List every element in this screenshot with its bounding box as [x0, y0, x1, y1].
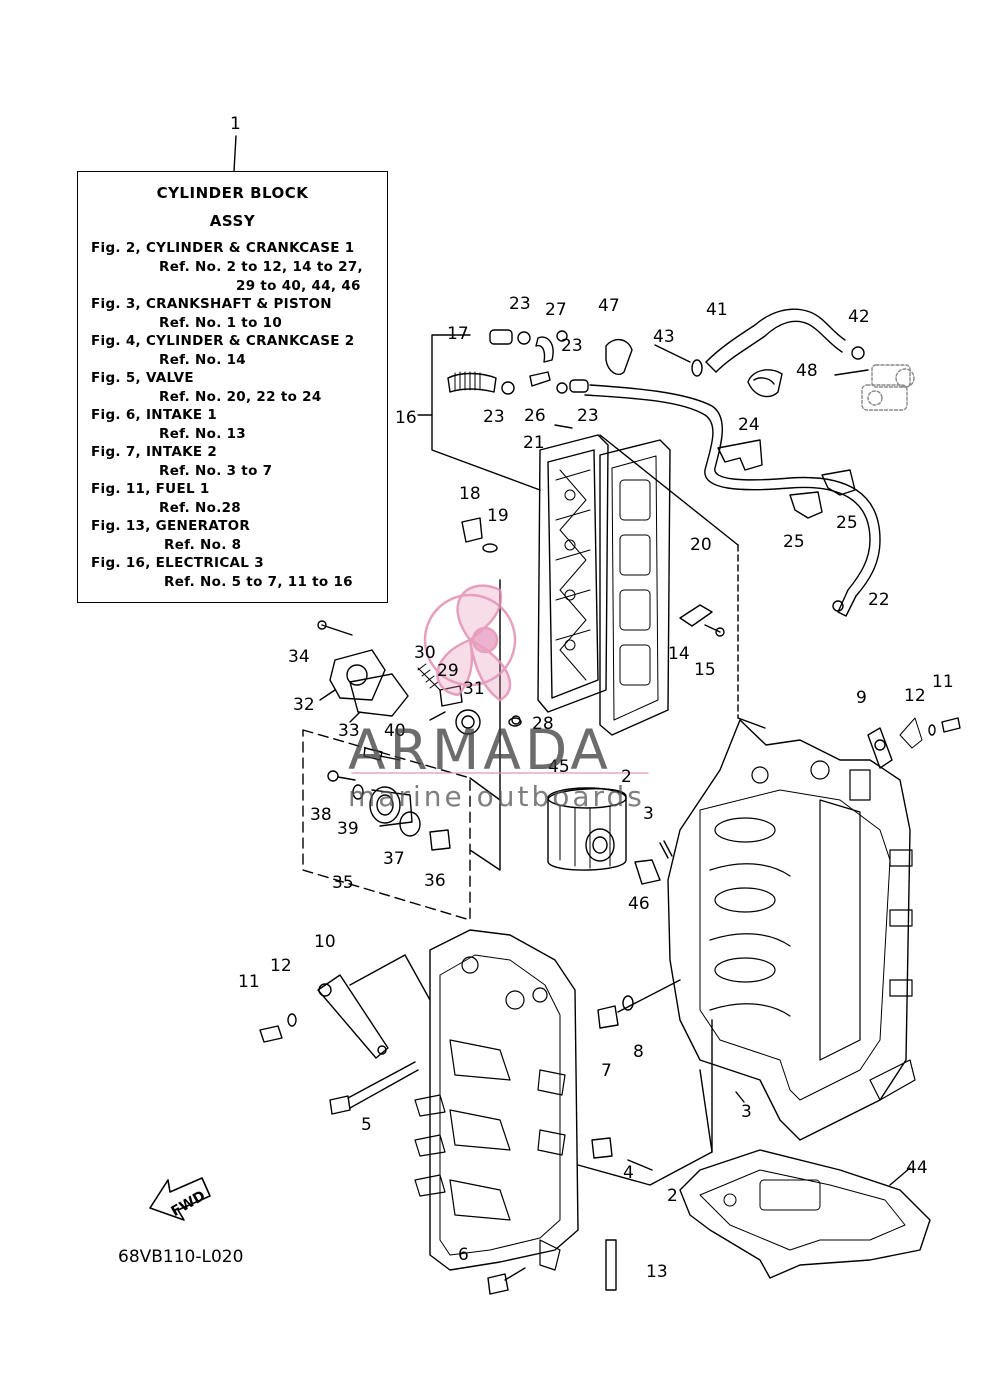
callout-41: 41 — [706, 300, 728, 320]
callout-1: 1 — [230, 114, 241, 134]
callout-14: 14 — [668, 644, 690, 664]
callout-25: 25 — [783, 532, 805, 552]
callout-36: 36 — [424, 871, 446, 891]
legend-box: CYLINDER BLOCK ASSY Fig. 2, CYLINDER & C… — [77, 171, 388, 603]
callout-48: 48 — [796, 361, 818, 381]
legend-line: Fig. 13, GENERATOR — [91, 518, 251, 534]
callout-7: 7 — [601, 1061, 612, 1081]
callout-22: 22 — [868, 590, 890, 610]
callout-25: 25 — [836, 513, 858, 533]
callout-24: 24 — [738, 415, 760, 435]
legend-line: Ref. No.28 — [159, 500, 242, 516]
callout-45: 45 — [548, 757, 570, 777]
watermark-tagline: marine outboards — [348, 780, 645, 813]
callout-10: 10 — [314, 932, 336, 952]
legend-line: Ref. No. 1 to 10 — [159, 315, 283, 331]
callout-12: 12 — [270, 956, 292, 976]
callout-11: 11 — [932, 672, 954, 692]
callout-3: 3 — [643, 804, 654, 824]
legend-line: Fig. 2, CYLINDER & CRANKCASE 1 — [91, 240, 355, 256]
callout-35: 35 — [332, 873, 354, 893]
callout-30: 30 — [414, 643, 436, 663]
legend-subtitle: ASSY — [209, 212, 256, 230]
callout-20: 20 — [690, 535, 712, 555]
legend-line: Fig. 11, FUEL 1 — [91, 481, 210, 497]
callout-39: 39 — [337, 819, 359, 839]
legend-line: Fig. 3, CRANKSHAFT & PISTON — [91, 296, 332, 312]
callout-33: 33 — [338, 721, 360, 741]
callout-38: 38 — [310, 805, 332, 825]
legend-line: Fig. 5, VALVE — [91, 370, 194, 386]
callout-46: 46 — [628, 894, 650, 914]
diagram-code: 68VB110-L020 — [118, 1247, 244, 1267]
callout-19: 19 — [487, 506, 509, 526]
callout-9: 9 — [856, 688, 867, 708]
callout-29: 29 — [437, 661, 459, 681]
callout-2: 2 — [621, 767, 632, 787]
callout-23: 23 — [577, 406, 599, 426]
callout-4: 4 — [623, 1163, 634, 1183]
callout-23: 23 — [561, 336, 583, 356]
legend-line: Ref. No. 3 to 7 — [159, 463, 273, 479]
watermark-brand: ARMADA — [348, 718, 612, 782]
callout-11: 11 — [238, 972, 260, 992]
callout-23: 23 — [483, 407, 505, 427]
callout-13: 13 — [646, 1262, 668, 1282]
legend-line: 29 to 40, 44, 46 — [236, 278, 361, 294]
callout-5: 5 — [361, 1115, 372, 1135]
callout-28: 28 — [532, 714, 554, 734]
callout-32: 32 — [293, 695, 315, 715]
callout-40: 40 — [384, 721, 406, 741]
callout-47: 47 — [598, 296, 620, 316]
callout-3: 3 — [741, 1102, 752, 1122]
callout-15: 15 — [694, 660, 716, 680]
legend-line: Ref. No. 14 — [159, 352, 247, 368]
callout-16: 16 — [395, 408, 417, 428]
callout-44: 44 — [906, 1158, 928, 1178]
callout-37: 37 — [383, 849, 405, 869]
callout-23: 23 — [509, 294, 531, 314]
legend-title: CYLINDER BLOCK — [156, 184, 309, 202]
legend-line: Fig. 4, CYLINDER & CRANKCASE 2 — [91, 333, 355, 349]
legend-line: Ref. No. 5 to 7, 11 to 16 — [164, 574, 353, 590]
callout-17: 17 — [447, 324, 469, 344]
callout-21: 21 — [523, 433, 545, 453]
callout-42: 42 — [848, 307, 870, 327]
callout-12: 12 — [904, 686, 926, 706]
legend-line: Fig. 16, ELECTRICAL 3 — [91, 555, 264, 571]
callout-34: 34 — [288, 647, 310, 667]
callout-26: 26 — [524, 406, 546, 426]
legend-line: Fig. 6, INTAKE 1 — [91, 407, 218, 423]
callout-31: 31 — [463, 679, 485, 699]
callout-8: 8 — [633, 1042, 644, 1062]
legend-line: Ref. No. 8 — [164, 537, 242, 553]
legend-line: Ref. No. 2 to 12, 14 to 27, — [159, 259, 363, 275]
legend-line: Ref. No. 20, 22 to 24 — [159, 389, 322, 405]
callout-27: 27 — [545, 300, 567, 320]
callout-18: 18 — [459, 484, 481, 504]
legend-line: Ref. No. 13 — [159, 426, 247, 442]
callout-2: 2 — [667, 1186, 678, 1206]
callout-43: 43 — [653, 327, 675, 347]
callout-6: 6 — [458, 1245, 469, 1265]
legend-line: Fig. 7, INTAKE 2 — [91, 444, 218, 460]
